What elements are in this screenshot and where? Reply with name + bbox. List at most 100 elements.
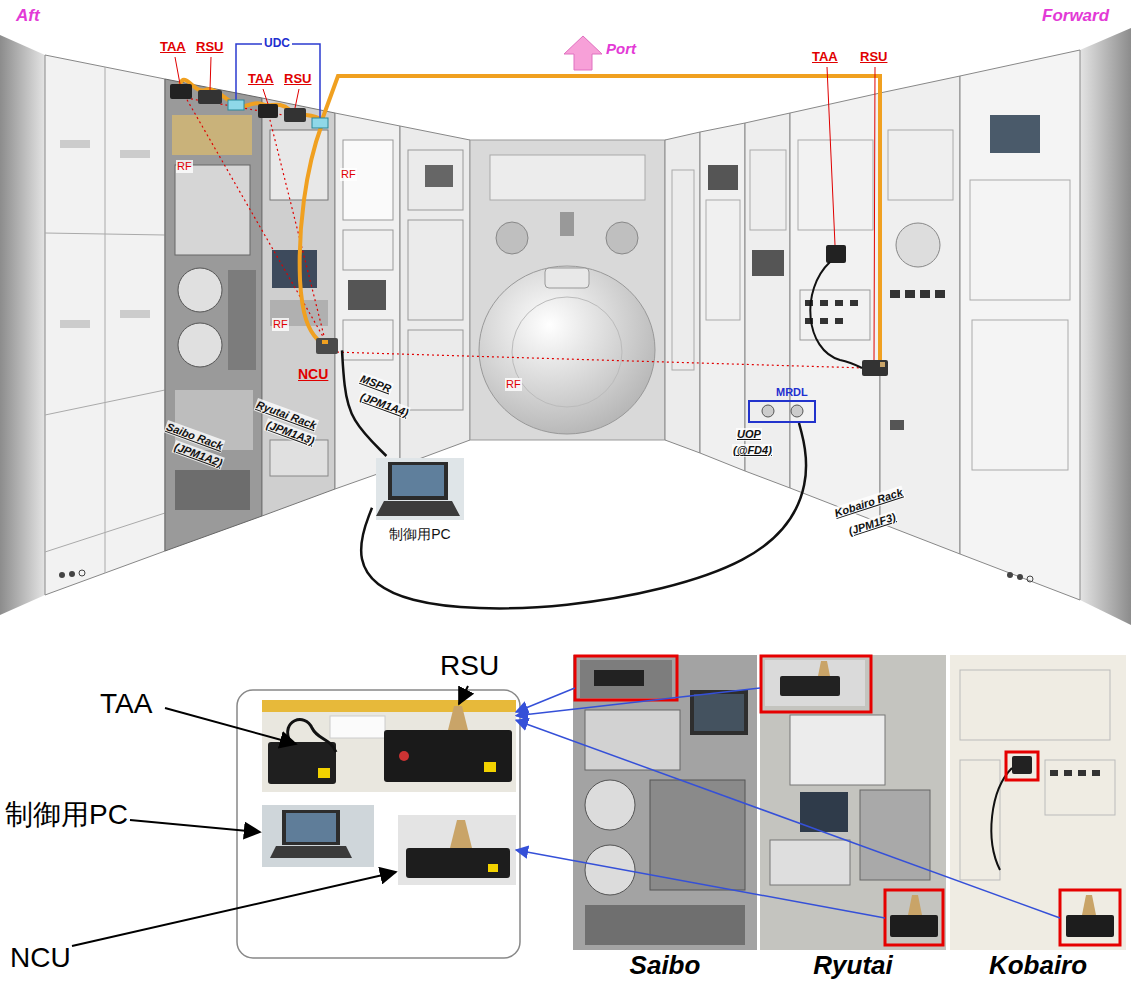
leader-arrows-part: [72, 872, 396, 946]
module-walls-part: [752, 250, 784, 276]
component-photos-part: [262, 700, 516, 712]
module-walls-part: [165, 79, 262, 551]
top-leaders-part: [295, 89, 299, 108]
module-walls-part: [888, 130, 953, 200]
module-walls-part: [750, 150, 786, 230]
rack-photos-part: [960, 760, 1000, 880]
node-text: NCU: [10, 942, 71, 974]
rack-photos-part: [1050, 770, 1058, 776]
rack-photos-part: [585, 710, 680, 770]
rack-photos-part: [770, 840, 850, 885]
rack-photos-part: [1064, 770, 1072, 776]
rack-photos-part: [1045, 760, 1115, 815]
module-walls-part: [120, 150, 150, 158]
rack-photos-part: [1066, 915, 1114, 937]
module-walls-part: [172, 115, 252, 155]
component-photos-part: [448, 706, 468, 730]
module-walls: [0, 28, 1131, 625]
top-devices-part: [228, 100, 244, 110]
device-label: RSU: [284, 72, 311, 87]
module-walls-part: [60, 320, 90, 328]
top-devices-part: [322, 340, 328, 344]
module-walls-part: [1017, 574, 1023, 580]
port-arrow-part: [564, 36, 602, 70]
component-photos-part: [318, 768, 330, 778]
component-photos: [237, 690, 520, 958]
component-photos-part: [262, 805, 374, 867]
component-photos-part: [399, 751, 409, 761]
top-devices-part: [826, 245, 846, 263]
module-walls-part: [512, 297, 622, 407]
module-walls-part: [970, 180, 1070, 300]
module-walls-part: [45, 390, 165, 415]
direction-label: Port: [606, 40, 636, 57]
laptop-picture-part: [392, 465, 444, 496]
top-devices-part: [810, 262, 862, 368]
module-walls-part: [400, 126, 470, 466]
module-walls-part: [1027, 576, 1033, 582]
module-walls-part: [470, 140, 665, 440]
module-walls-part: [835, 300, 843, 306]
rack-photos-part: [690, 690, 748, 735]
module-walls-part: [905, 290, 915, 298]
component-photo: 制御用PC: [262, 805, 374, 867]
module-walls-part: [335, 113, 400, 489]
device-label: TAA: [812, 50, 838, 65]
component-photos-part: [488, 864, 498, 872]
component-photos-part: [286, 813, 336, 842]
module-walls-part: [178, 268, 222, 312]
component-photos-part: [330, 716, 385, 738]
module-walls-part: [820, 318, 828, 324]
module-walls-part: [672, 170, 694, 370]
rf-links-part: [268, 112, 325, 340]
top-devices-part: [312, 118, 328, 128]
module-walls-part: [270, 130, 328, 200]
rack-photos-part: [1006, 752, 1038, 780]
rack-photo: Ryutai: [760, 655, 946, 985]
module-walls-part: [990, 115, 1040, 153]
rf-links-part: [186, 98, 325, 340]
leader-arrows-part: [130, 820, 260, 832]
location-arrow: [516, 850, 885, 918]
rack-photos-part: [1060, 890, 1120, 945]
module-walls-part: [700, 123, 745, 471]
port-label: (@FD4): [732, 444, 773, 457]
laptop-picture-part: [388, 462, 448, 500]
module-walls-part: [343, 320, 393, 360]
node-text: 制御用PC: [389, 526, 450, 542]
module-walls-part: [343, 230, 393, 270]
module-walls-part: [45, 513, 165, 552]
component-photos-part: [268, 742, 336, 784]
node-text: RSU: [440, 650, 499, 682]
rack-photos-part: [580, 660, 672, 698]
top-leaders-part: [263, 89, 268, 104]
module-walls-part: [408, 150, 463, 210]
module-walls-part: [790, 93, 880, 523]
rack-photos-part: [765, 660, 865, 706]
rack-photos-part: [950, 655, 1126, 950]
orange-cable-part: [300, 124, 322, 340]
module-walls-part: [0, 35, 45, 615]
module-walls-part: [60, 140, 90, 148]
component-photo: NCU: [398, 815, 516, 885]
udc-bracket-part: [236, 44, 320, 118]
rack-photos-part: [694, 694, 744, 731]
rf-links: [186, 98, 866, 368]
component-photos-part: [484, 762, 496, 772]
top-devices-part: [880, 362, 885, 367]
top-devices-part: [170, 84, 192, 99]
node-text: Ryutai: [813, 951, 892, 981]
laptop-picture: [376, 458, 464, 520]
rack-photos-part: [890, 915, 938, 937]
module-walls-part: [175, 165, 250, 255]
rack-photos-part: [818, 661, 830, 676]
module-walls-part: [972, 320, 1068, 470]
direction-label: Aft: [16, 6, 40, 26]
module-walls-part: [272, 250, 317, 288]
module-walls-part: [425, 165, 453, 187]
location-arrow: [516, 720, 1060, 918]
